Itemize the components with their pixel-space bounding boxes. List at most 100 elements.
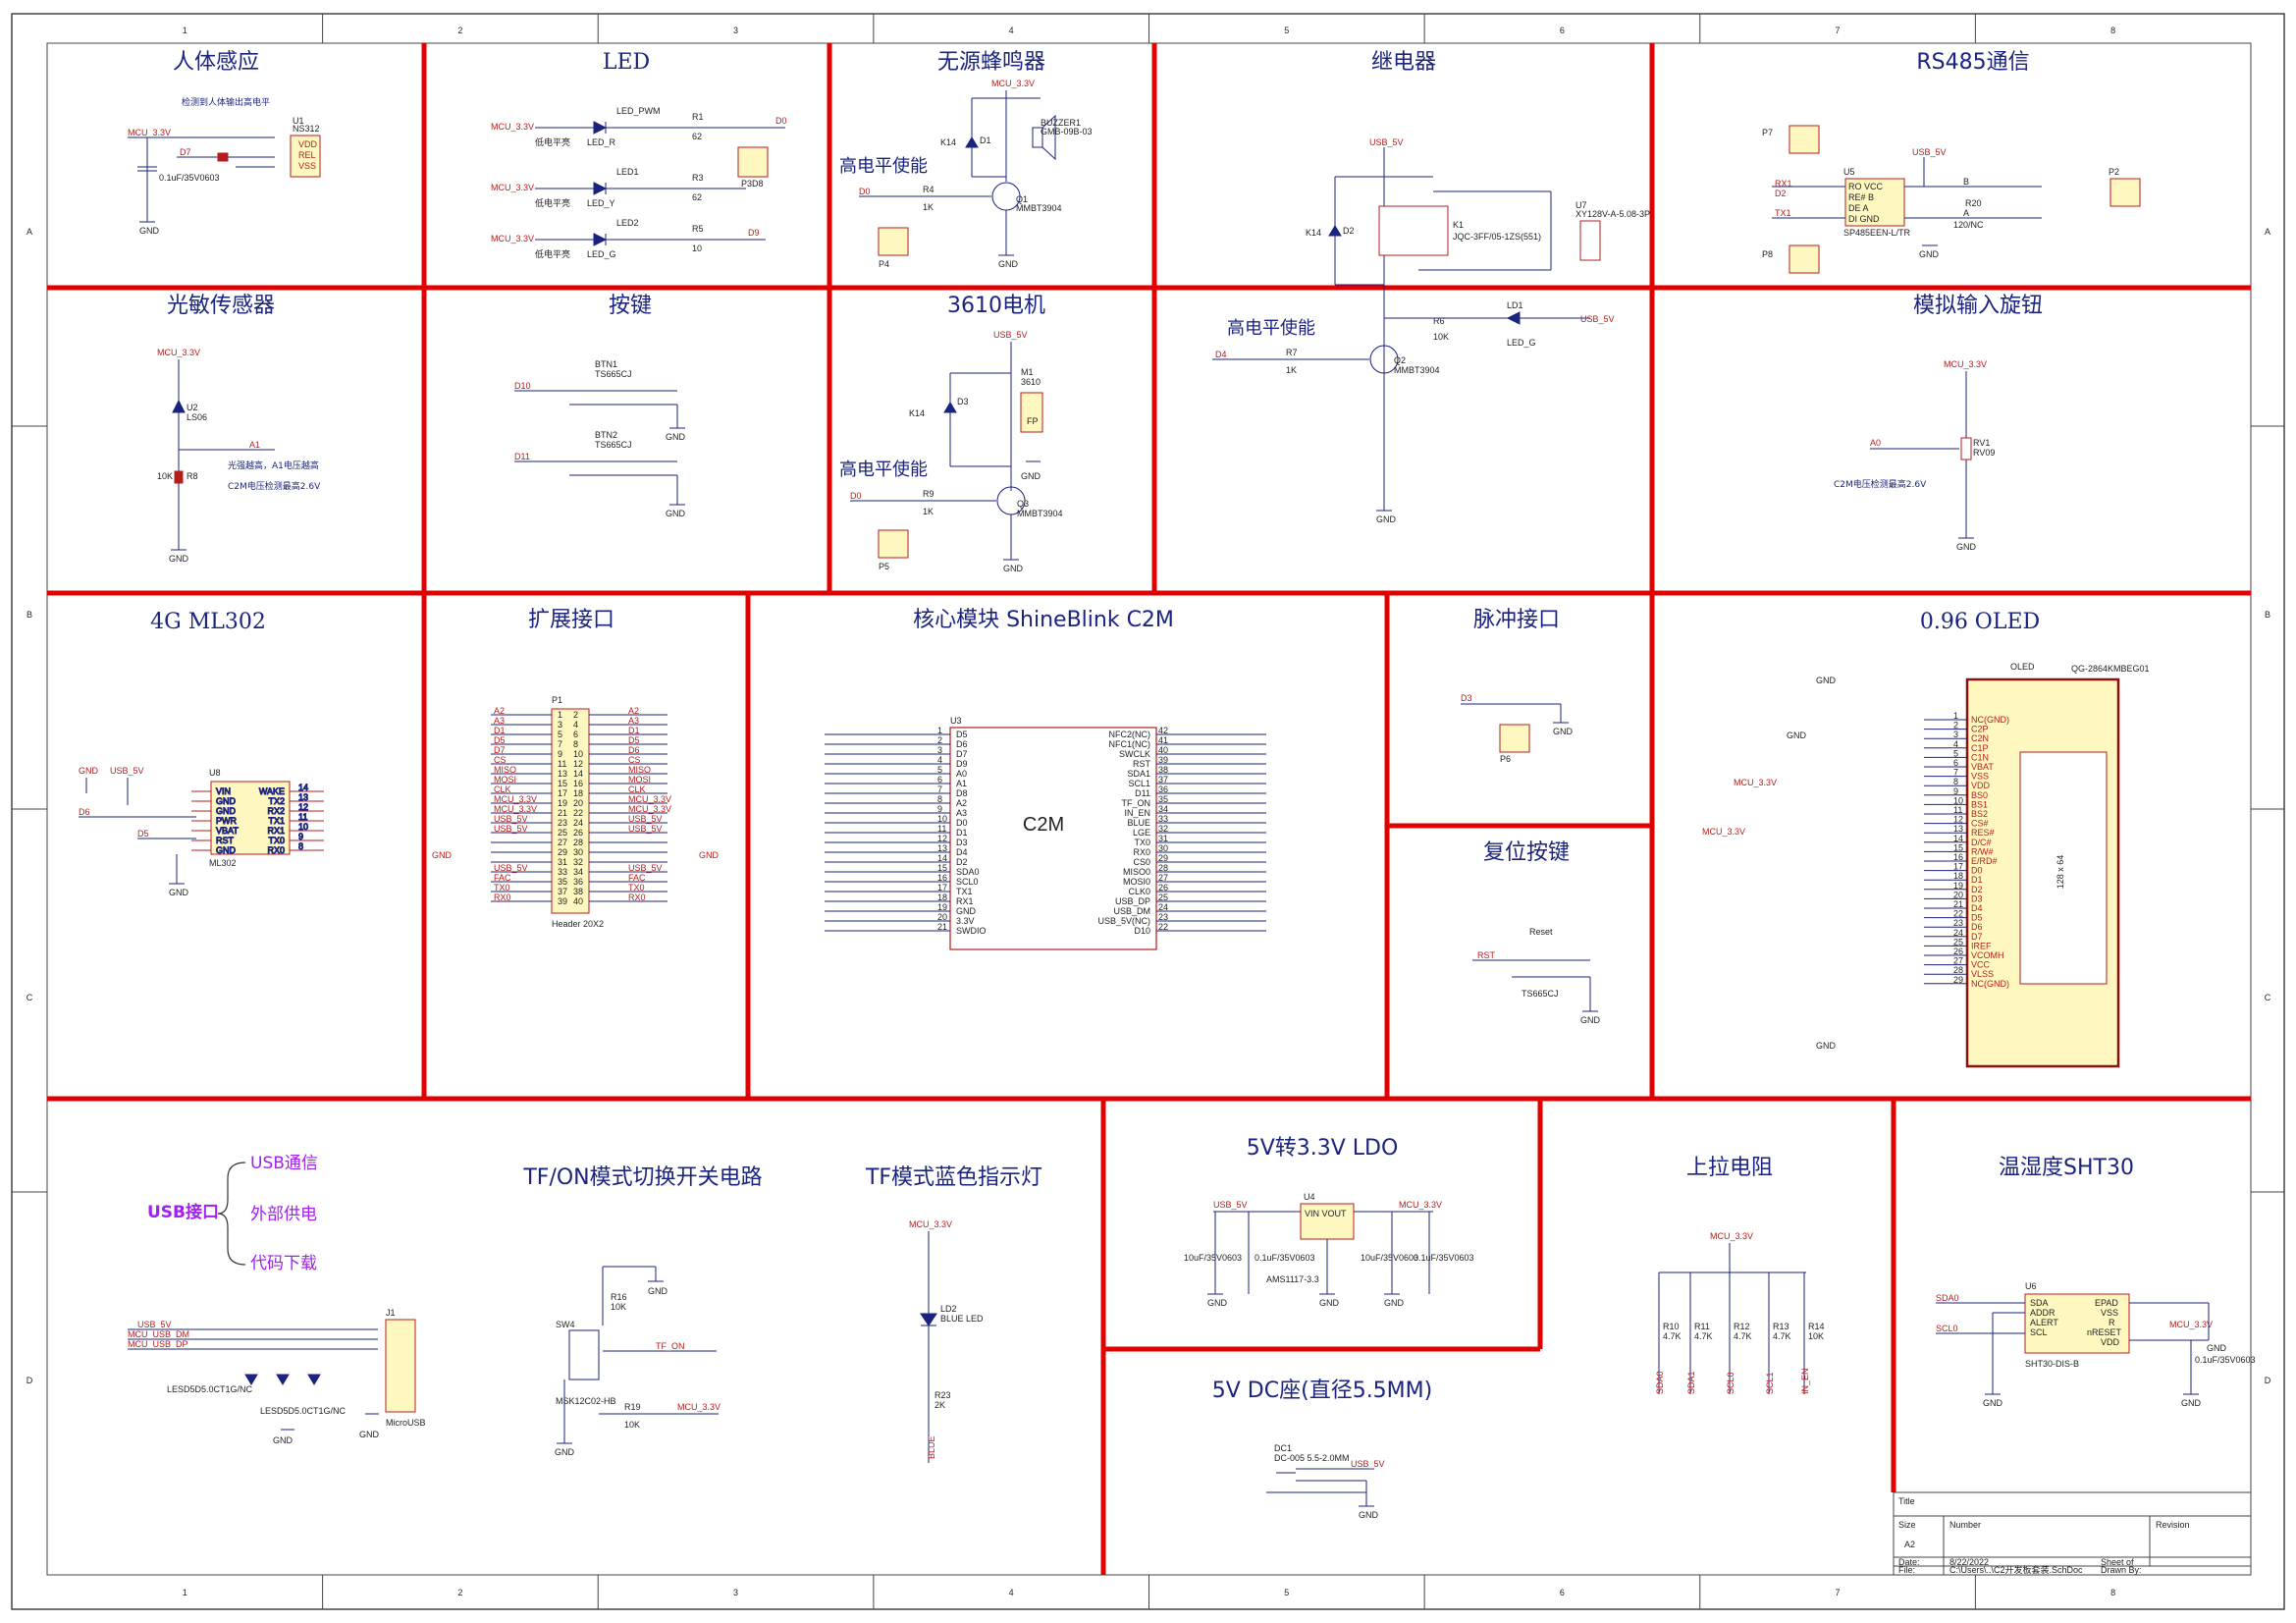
svg-text:VDD: VDD [298,139,318,149]
sht30-circuit: U6 SHT30-DIS-B SDA ADDR ALERT SCL EPAD V… [1936,1281,2256,1408]
core-pin-right: SCL1 [1128,779,1150,788]
core-pin-right: RX0 [1133,847,1150,857]
svg-text:17: 17 [1953,862,1963,872]
svg-text:D0: D0 [850,491,862,501]
svg-text:R5: R5 [692,224,704,234]
svg-text:7: 7 [1953,768,1958,778]
svg-text:RST: RST [1477,950,1496,960]
section-titles: 人体感应 LED 无源蜂鸣器 继电器 RS485通信 光敏传感器 按键 3610… [150,50,2134,1403]
svg-text:ADDR: ADDR [2030,1308,2056,1318]
svg-text:D11: D11 [514,452,530,461]
core-pin-left: SCL0 [956,877,979,887]
pullup-circuit: MCU_3.3V R10 4.7K R11 4.7K R12 4.7K R13 … [1655,1231,1825,1394]
svg-text:29: 29 [1953,975,1963,985]
svg-text:8: 8 [937,794,942,804]
header-net-right: CLK [628,784,646,794]
svg-text:24: 24 [573,818,583,828]
col-number: 1 [183,1588,187,1597]
svg-text:9: 9 [1953,786,1958,796]
svg-text:DC-005 5.5-2.0MM: DC-005 5.5-2.0MM [1274,1453,1350,1463]
svg-text:8: 8 [573,739,578,749]
core-pin-right: USB_DM [1113,906,1150,916]
svg-text:nRESET: nRESET [2087,1327,2122,1337]
oled-pin: D6 [1971,922,1983,932]
svg-text:28: 28 [1953,965,1963,975]
svg-text:GND: GND [1553,727,1574,736]
svg-text:GND: GND [648,1286,668,1296]
svg-text:Revision: Revision [2156,1520,2190,1530]
svg-text:MCU_3.3V: MCU_3.3V [491,234,534,243]
svg-text:10K: 10K [157,471,173,481]
title-light-sensor: 光敏传感器 [167,294,275,318]
svg-text:MCU_3.3V: MCU_3.3V [1702,827,1745,837]
svg-text:B: B [1963,177,1969,187]
svg-text:高电平使能: 高电平使能 [839,156,928,177]
svg-text:GND: GND [1580,1015,1601,1025]
svg-text:P4: P4 [879,259,889,269]
oled-pin: D2 [1971,885,1983,894]
ml302-pin-left: GND [216,806,237,816]
svg-text:10K: 10K [1433,332,1449,342]
svg-text:10: 10 [298,822,308,832]
svg-text:Drawn By:: Drawn By: [2101,1565,2142,1575]
svg-text:MicroUSB: MicroUSB [386,1418,426,1428]
svg-text:GND: GND [1816,1041,1837,1051]
usb-note: USB接口 USB通信 外部供电 代码下载 [147,1154,318,1273]
svg-text:低电平亮: 低电平亮 [535,248,570,260]
core-pin-left: TX1 [956,887,973,896]
oled-pin: VDD [1971,781,1991,790]
core-pin-right: LGE [1133,828,1150,838]
title-knob: 模拟输入旋钮 [1913,294,2043,318]
title-oled: 0.96 OLED [1920,610,2040,634]
svg-text:10: 10 [937,814,947,824]
svg-text:26: 26 [573,828,583,838]
oled-pin: D1 [1971,875,1983,885]
svg-text:MCU_3.3V: MCU_3.3V [1944,359,1987,369]
ml302-pin-right: RX1 [267,826,285,836]
svg-text:42: 42 [1158,726,1168,735]
svg-text:14: 14 [573,769,583,779]
core-pin-right: NFC1(NC) [1109,739,1151,749]
svg-text:GMB-09B-03: GMB-09B-03 [1041,127,1093,136]
title-human-sensor: 人体感应 [173,50,259,75]
light-note-2: C2M电压检测最高2.6V [228,480,321,492]
svg-text:5: 5 [558,730,562,739]
svg-text:11: 11 [298,812,307,822]
svg-text:36: 36 [1158,784,1168,794]
svg-text:D10: D10 [514,381,531,391]
core-pin-right: MOSI0 [1123,877,1150,887]
ml302-pin-right: TX0 [268,836,285,845]
ml302-pin-left: VIN [216,786,231,796]
svg-text:15: 15 [558,779,567,788]
core-pin-right: D10 [1134,926,1150,936]
header-net-left: MCU_3.3V [494,804,537,814]
svg-text:2: 2 [1953,721,1958,730]
svg-text:15: 15 [1953,842,1963,852]
svg-text:GND: GND [1919,249,1940,259]
svg-text:TF_ON: TF_ON [656,1341,685,1351]
svg-text:16: 16 [1953,852,1963,862]
oled-pin: D4 [1971,903,1983,913]
svg-text:USB_5V: USB_5V [1580,314,1615,324]
title-core: 核心模块 ShineBlink C2M [913,608,1174,632]
svg-text:MCU_3.3V: MCU_3.3V [128,128,171,137]
svg-text:USB_5V: USB_5V [137,1320,172,1329]
rs485-circuit: P7 P8 RX1 D2 TX1 RO VCC RE# B DE A DI GN… [1762,125,2141,274]
svg-text:3610: 3610 [1021,377,1041,387]
core-pin-right: USB_DP [1115,896,1150,906]
svg-text:31: 31 [1158,834,1168,843]
usb-item-0: USB通信 [250,1154,318,1173]
svg-text:K14: K14 [1306,228,1321,238]
button-circuit: BTN1 TS665CJ D10 GND BTN2 TS665CJ D11 GN… [514,359,686,518]
col-number: 3 [733,1588,738,1597]
core-pin-left: SWDIO [956,926,987,936]
relay-circuit: USB_5V K14 D2 K1 JQC-3FF/05-1ZS(551) U7 … [1212,137,1650,524]
svg-text:SW4: SW4 [556,1320,575,1329]
ml302-pin-left: GND [216,796,237,806]
svg-text:U2: U2 [187,403,198,412]
core-pin-left: D2 [956,857,968,867]
svg-text:Q1: Q1 [1016,194,1028,204]
core-pin-right: IN_EN [1124,808,1150,818]
svg-text:R10: R10 [1663,1322,1680,1331]
svg-text:U6: U6 [2025,1281,2037,1291]
